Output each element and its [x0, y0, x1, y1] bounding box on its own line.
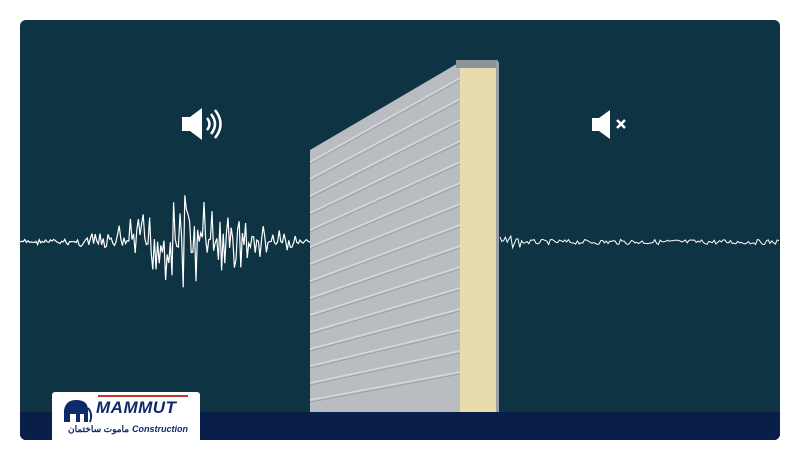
- panel-rib-shadow: [309, 310, 461, 352]
- panel-rib: [309, 161, 461, 231]
- panel-top-edge: [456, 60, 498, 68]
- panel-rib: [309, 182, 461, 248]
- panel-rib: [309, 371, 461, 401]
- panel-rib-shadow: [309, 79, 461, 165]
- panel-rib-shadow: [309, 100, 461, 182]
- panel-rib-shadow: [309, 247, 461, 301]
- panel-rib-shadow: [309, 121, 461, 199]
- panel-rib: [309, 119, 461, 197]
- panel-rib-shadow: [309, 163, 461, 233]
- panel-rib: [309, 329, 461, 367]
- speaker-sound-icon: [182, 108, 222, 140]
- logo-brand-text: MAMMUT: [96, 398, 177, 417]
- scene: [20, 60, 780, 440]
- panel-rib-shadow: [309, 184, 461, 250]
- panel-rib: [309, 98, 461, 180]
- mammoth-logo-icon: [64, 400, 93, 423]
- panel-rib: [309, 287, 461, 333]
- panel-rib: [309, 245, 461, 299]
- panel-rib-shadow: [309, 226, 461, 284]
- panel-rib: [309, 266, 461, 316]
- video-frame: MAMMUT ماموت ساختمان Construction: [20, 20, 780, 440]
- speaker-muted-icon: [592, 110, 626, 139]
- panel-rib: [309, 350, 461, 384]
- panel-face: [310, 62, 460, 412]
- panel-rib-shadow: [309, 142, 461, 216]
- sandwich-panel: [309, 60, 499, 412]
- brand-logo: MAMMUT ماموت ساختمان Construction: [52, 392, 200, 440]
- panel-rib: [309, 77, 461, 163]
- panel-rib: [309, 203, 461, 265]
- quiet-sound-wave: [499, 234, 780, 250]
- logo-roof-line: [98, 395, 188, 401]
- panel-rib-shadow: [309, 373, 461, 403]
- panel-rib-shadow: [309, 268, 461, 318]
- panel-rib: [309, 224, 461, 282]
- panel-rib: [309, 308, 461, 350]
- panel-rib-shadow: [309, 205, 461, 267]
- panel-core: [460, 62, 498, 412]
- panel-ribs: [309, 77, 461, 403]
- panel-rib-shadow: [309, 331, 461, 369]
- panel-rib-shadow: [309, 352, 461, 386]
- panel-rib-shadow: [309, 289, 461, 335]
- panel-rib: [309, 140, 461, 214]
- logo-subtitle: Construction: [132, 424, 188, 434]
- logo-persian-text: ماموت ساختمان: [68, 424, 130, 434]
